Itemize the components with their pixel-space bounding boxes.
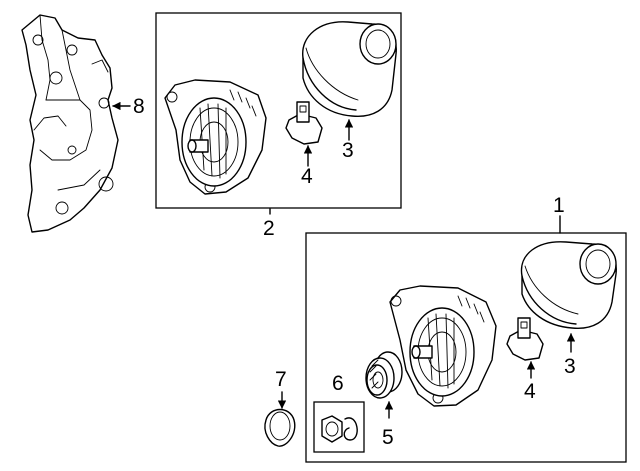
callout-5: 5 (382, 426, 394, 449)
nut-washer-part[interactable] (321, 415, 358, 443)
callout-8: 8 (133, 95, 145, 118)
cap-part[interactable] (264, 408, 296, 447)
callout-1: 1 (553, 194, 565, 217)
alternator-part-box2[interactable] (164, 79, 267, 195)
assembly-box-1 (305, 232, 627, 463)
callout-3-box2: 3 (342, 139, 354, 162)
alternator-cover-part-box1[interactable] (520, 241, 617, 329)
brush-holder-part-box1[interactable] (506, 317, 544, 361)
alternator-part-box1[interactable] (389, 285, 497, 407)
pulley-part[interactable] (365, 351, 403, 399)
mounting-bracket-part[interactable] (21, 14, 119, 233)
callout-7: 7 (275, 368, 287, 391)
callout-4-box2: 4 (301, 165, 313, 188)
callout-4-box1: 4 (524, 380, 536, 403)
brush-holder-part-box2[interactable] (285, 101, 323, 145)
callout-3-box1: 3 (564, 355, 576, 378)
callout-2: 2 (263, 217, 275, 240)
assembly-box-2 (155, 12, 402, 209)
callout-6: 6 (332, 372, 344, 395)
alternator-cover-part-box2[interactable] (302, 21, 397, 117)
hardware-box-6 (313, 401, 365, 453)
